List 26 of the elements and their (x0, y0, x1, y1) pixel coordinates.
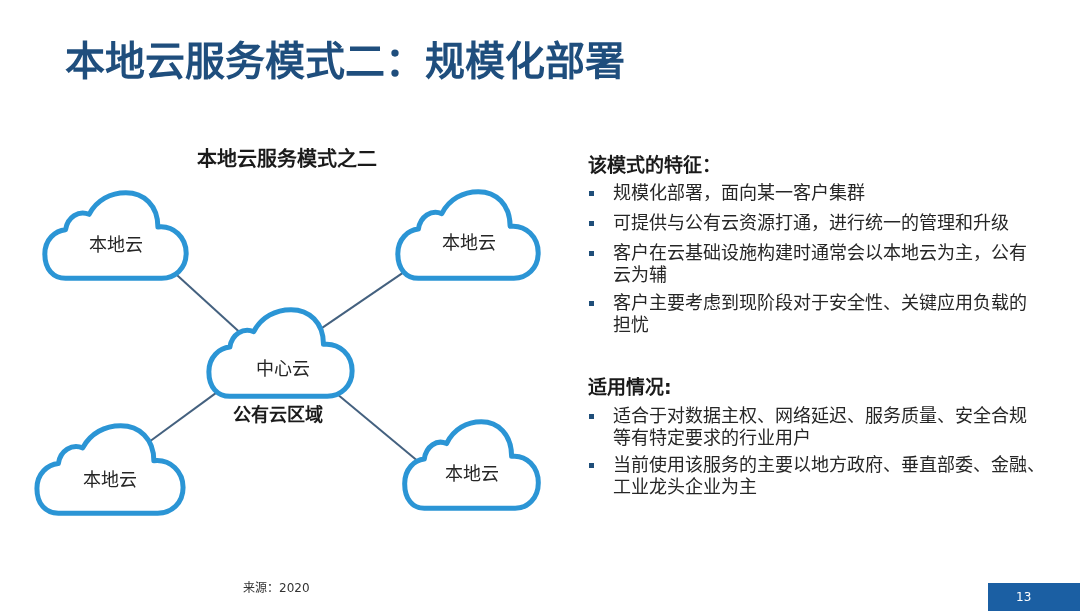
cloud-label: 本地云 (83, 469, 137, 491)
diagram-subtitle: 本地云服务模式之二 (196, 146, 378, 172)
bullet-text: 可提供与公有云资源打通，进行统一的管理和升级 (613, 212, 1010, 234)
section-heading: 适用情况: (588, 375, 672, 399)
cloud-shape (206, 307, 355, 399)
connector-line (174, 273, 241, 334)
source-note: 来源：2020 (243, 580, 310, 596)
cloud-label: 中心云 (256, 358, 310, 380)
bullet-text: 客户在云基础设施构建时通常会以本地云为主，公有云为辅 (613, 242, 1028, 286)
slide-title: 本地云服务模式二：规模化部署 (65, 37, 625, 85)
connector-line (336, 393, 419, 462)
cloud-label: 本地云 (445, 463, 499, 485)
cloud-shape (402, 419, 541, 511)
page-number: 13 (1016, 589, 1032, 605)
bullet-text: 当前使用该服务的主要以地方政府、垂直部委、金融、工业龙头企业为主 (613, 454, 1046, 498)
section-heading: 该模式的特征： (588, 153, 721, 177)
bullet-text: 规模化部署，面向某一客户集群 (613, 182, 866, 204)
cloud-label: 本地云 (442, 232, 496, 254)
cloud-shape (395, 189, 541, 281)
bullet-text: 客户主要考虑到现阶段对于安全性、关键应用负载的担忧 (613, 292, 1028, 336)
bullet-text: 适合于对数据主权、网络延迟、服务质量、安全合规等有特定要求的行业用户 (613, 405, 1028, 449)
cloud-shape (42, 190, 189, 281)
cloud-label: 本地云 (89, 234, 143, 256)
region-label: 公有云区域 (233, 404, 323, 426)
cloud-shape (34, 423, 186, 516)
connector-line (148, 391, 219, 443)
